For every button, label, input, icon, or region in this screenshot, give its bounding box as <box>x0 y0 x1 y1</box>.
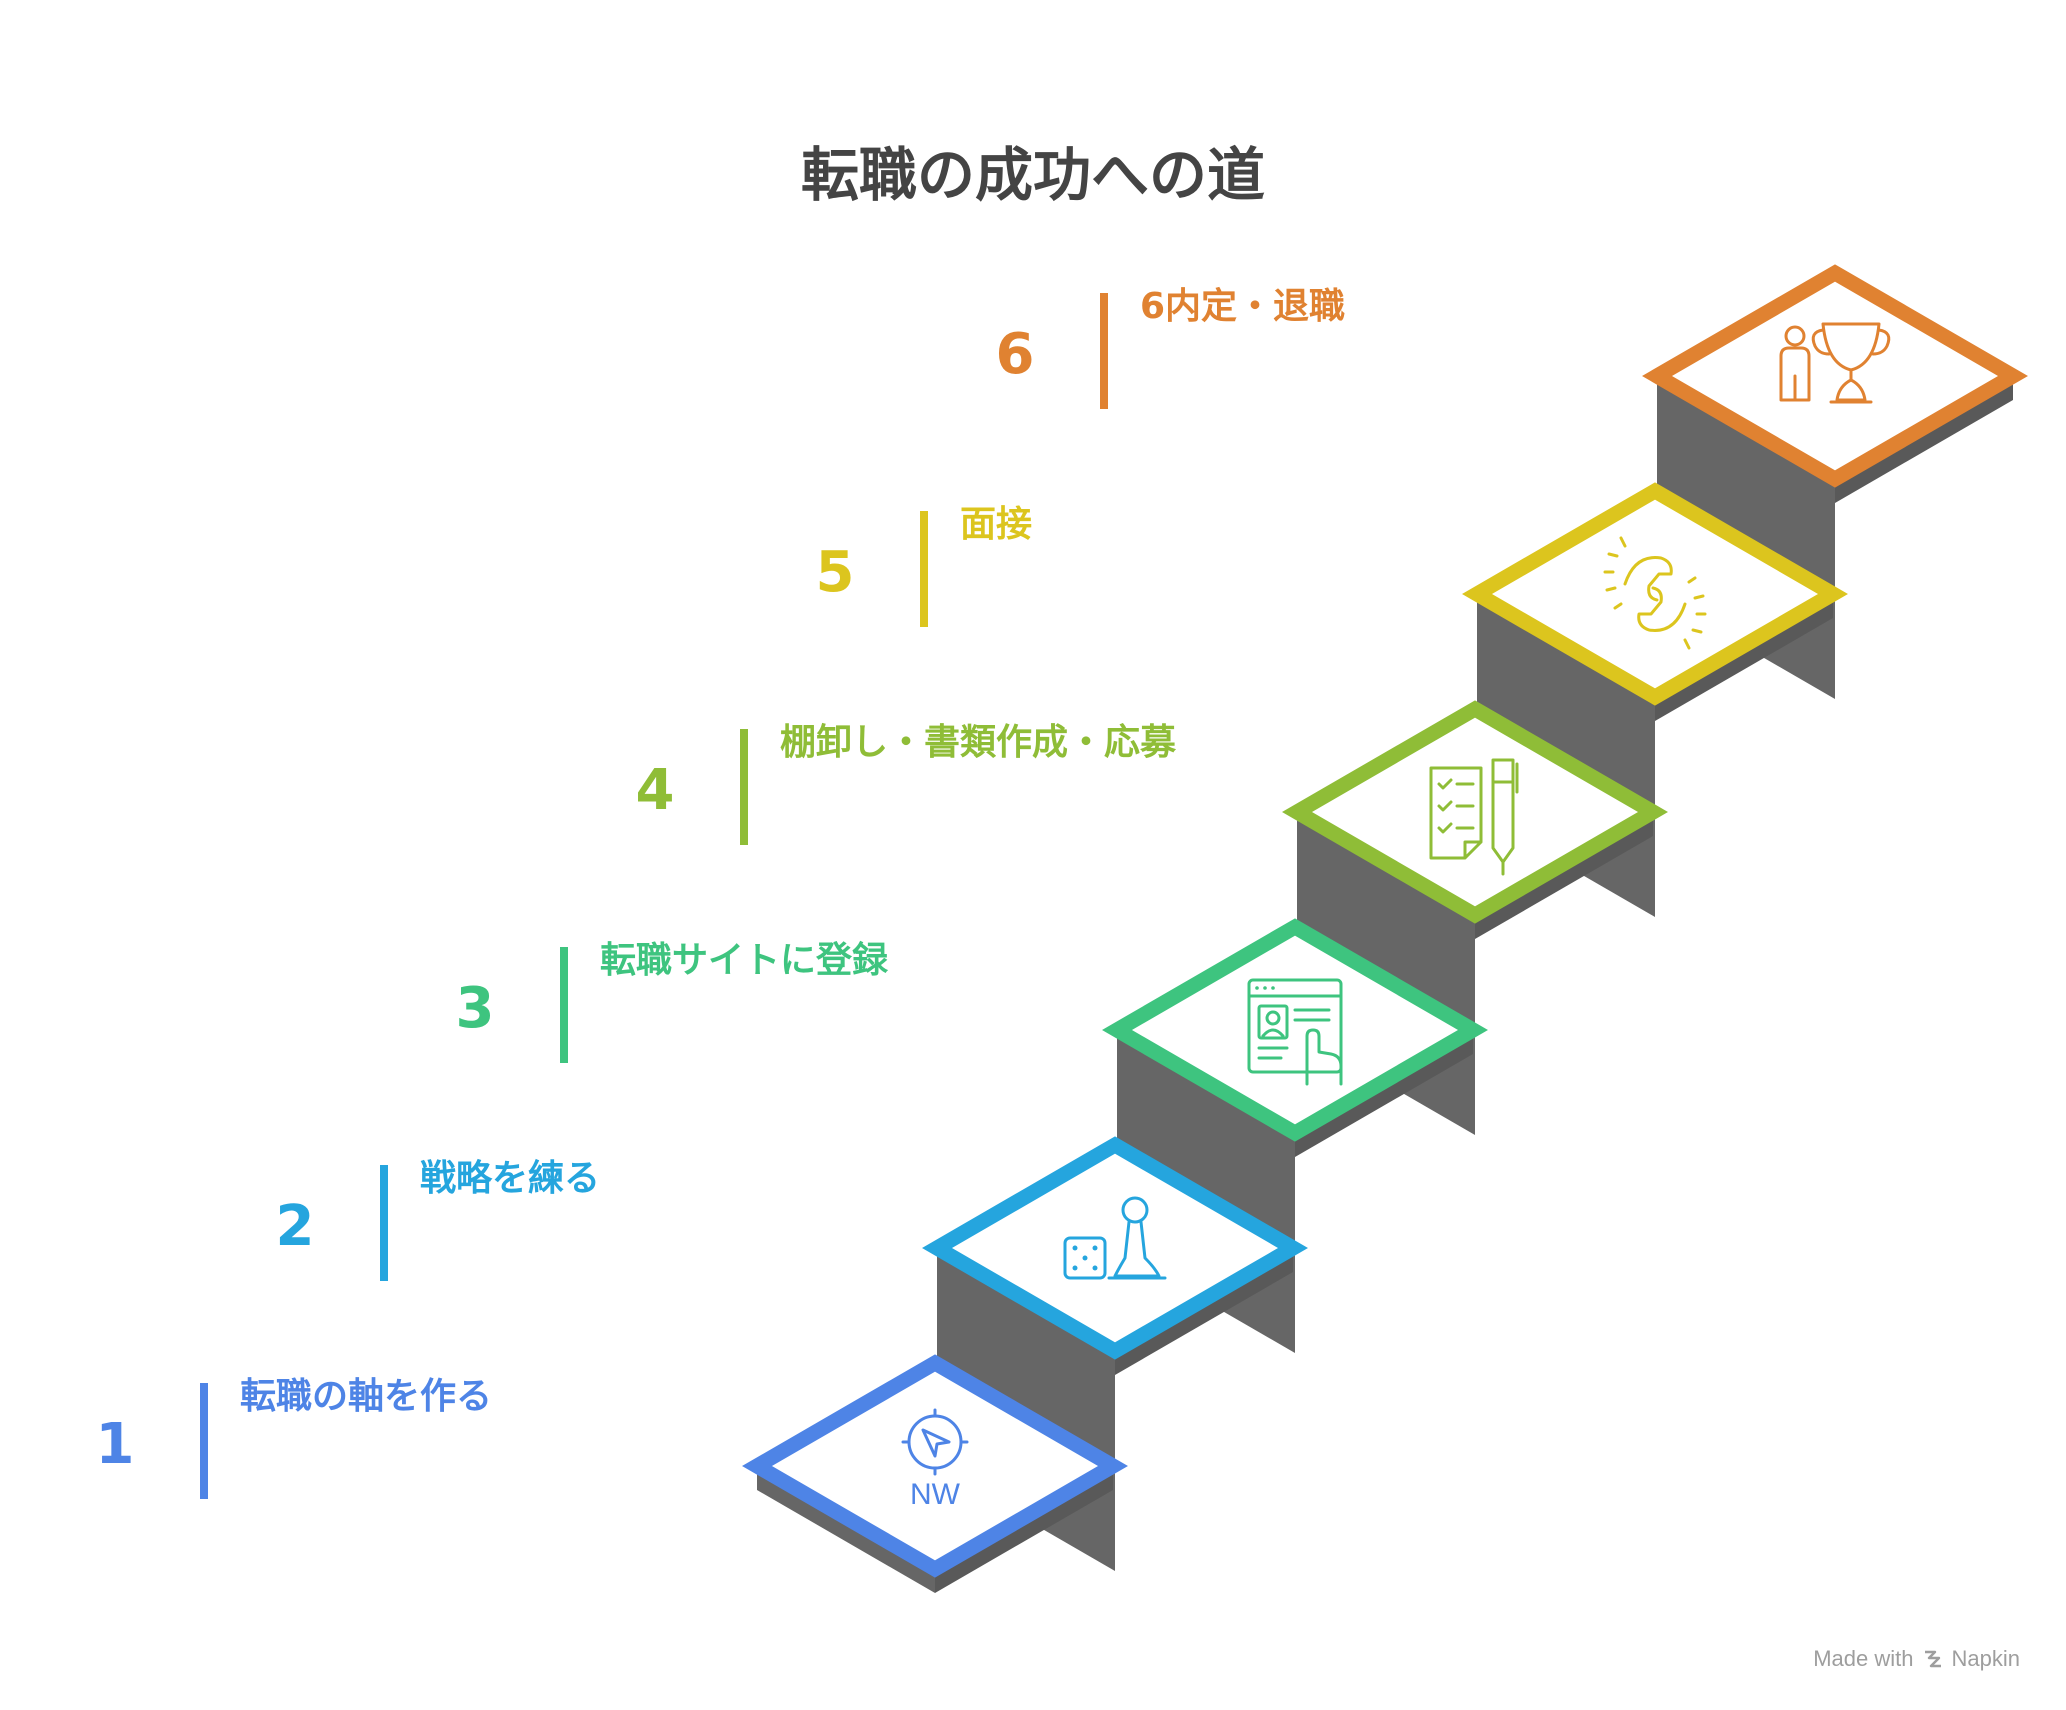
browser-window <box>1247 978 1343 1074</box>
compass-nw-label: NW <box>910 1478 961 1511</box>
compass-ticks <box>901 1408 969 1476</box>
step-label: 棚卸し・書類作成・応募 <box>780 722 1177 763</box>
step-label: 面接 <box>960 504 1033 545</box>
step-divider <box>1100 293 1108 409</box>
step-number: 6 <box>995 322 1035 387</box>
pawn-head <box>1121 1196 1149 1224</box>
step-divider <box>560 947 568 1063</box>
hand-right <box>1637 586 1687 632</box>
napkin-brand-text: Napkin <box>1951 1646 2020 1671</box>
dice <box>1063 1236 1107 1280</box>
checklist-paper <box>1429 766 1483 860</box>
step-top-face <box>742 1354 1128 1578</box>
step-top-face <box>1282 700 1668 924</box>
step-number: 2 <box>275 1194 315 1259</box>
browser-dot <box>1255 986 1259 990</box>
profile-head <box>1265 1010 1281 1026</box>
step-label: 転職の軸を作る <box>240 1376 493 1417</box>
trophy-base <box>1829 368 1873 404</box>
checklist-pen-icon <box>1429 758 1519 876</box>
step-number: 3 <box>455 976 495 1041</box>
dice-dot <box>1072 1245 1078 1251</box>
step-number: 4 <box>635 758 675 823</box>
motion-lines-right <box>1683 576 1707 650</box>
footer: Made with Napkin <box>1813 1646 2020 1672</box>
napkin-logo-icon <box>1924 1650 1941 1668</box>
compass-needle <box>921 1428 951 1458</box>
made-with-text: Made with <box>1813 1646 1914 1671</box>
check-mark <box>1437 822 1453 834</box>
browser-dot <box>1271 986 1275 990</box>
dice-dot <box>1092 1265 1098 1271</box>
step-number: 1 <box>95 1412 135 1477</box>
dice-dot <box>1092 1245 1098 1251</box>
text-lines <box>1257 1008 1331 1060</box>
pointer-hand <box>1305 1028 1343 1086</box>
person-body <box>1779 346 1811 402</box>
check-mark <box>1437 778 1453 790</box>
step-top-face <box>922 1136 1308 1360</box>
dice-dot <box>1072 1265 1078 1271</box>
compass-nw-icon: NW <box>901 1408 969 1511</box>
step-label: 6内定・退職 <box>1140 286 1346 327</box>
step-divider <box>200 1383 208 1499</box>
browser-dot <box>1263 986 1267 990</box>
profile-body <box>1261 1028 1285 1038</box>
step-top-face <box>1102 918 1488 1142</box>
pen <box>1491 758 1515 864</box>
motion-lines-left <box>1603 536 1627 610</box>
step-label: 戦略を練る <box>420 1158 601 1199</box>
step-number: 5 <box>815 540 855 605</box>
step-divider <box>740 729 748 845</box>
hand-left <box>1623 556 1673 602</box>
step-1: NW <box>742 1354 1128 1593</box>
web-profile-click-icon <box>1247 978 1343 1086</box>
dice-pawn-icon <box>1063 1196 1167 1280</box>
dice-dot <box>1082 1255 1088 1261</box>
trophy-handles <box>1811 328 1891 356</box>
step-top-face <box>1462 482 1848 706</box>
pen-tip <box>1501 762 1519 876</box>
page-title: 転職の成功への道 <box>800 141 1265 209</box>
pawn-body <box>1113 1220 1161 1278</box>
step-2 <box>922 1136 1308 1571</box>
step-divider <box>920 511 928 627</box>
check-mark <box>1437 800 1453 812</box>
person-head <box>1784 325 1806 347</box>
step-top-face <box>1642 264 2028 488</box>
step-divider <box>380 1165 388 1281</box>
profile-card <box>1257 1004 1289 1040</box>
handshake-icon <box>1603 536 1707 650</box>
step-label: 転職サイトに登録 <box>600 940 889 981</box>
person-trophy-icon <box>1779 322 1891 404</box>
